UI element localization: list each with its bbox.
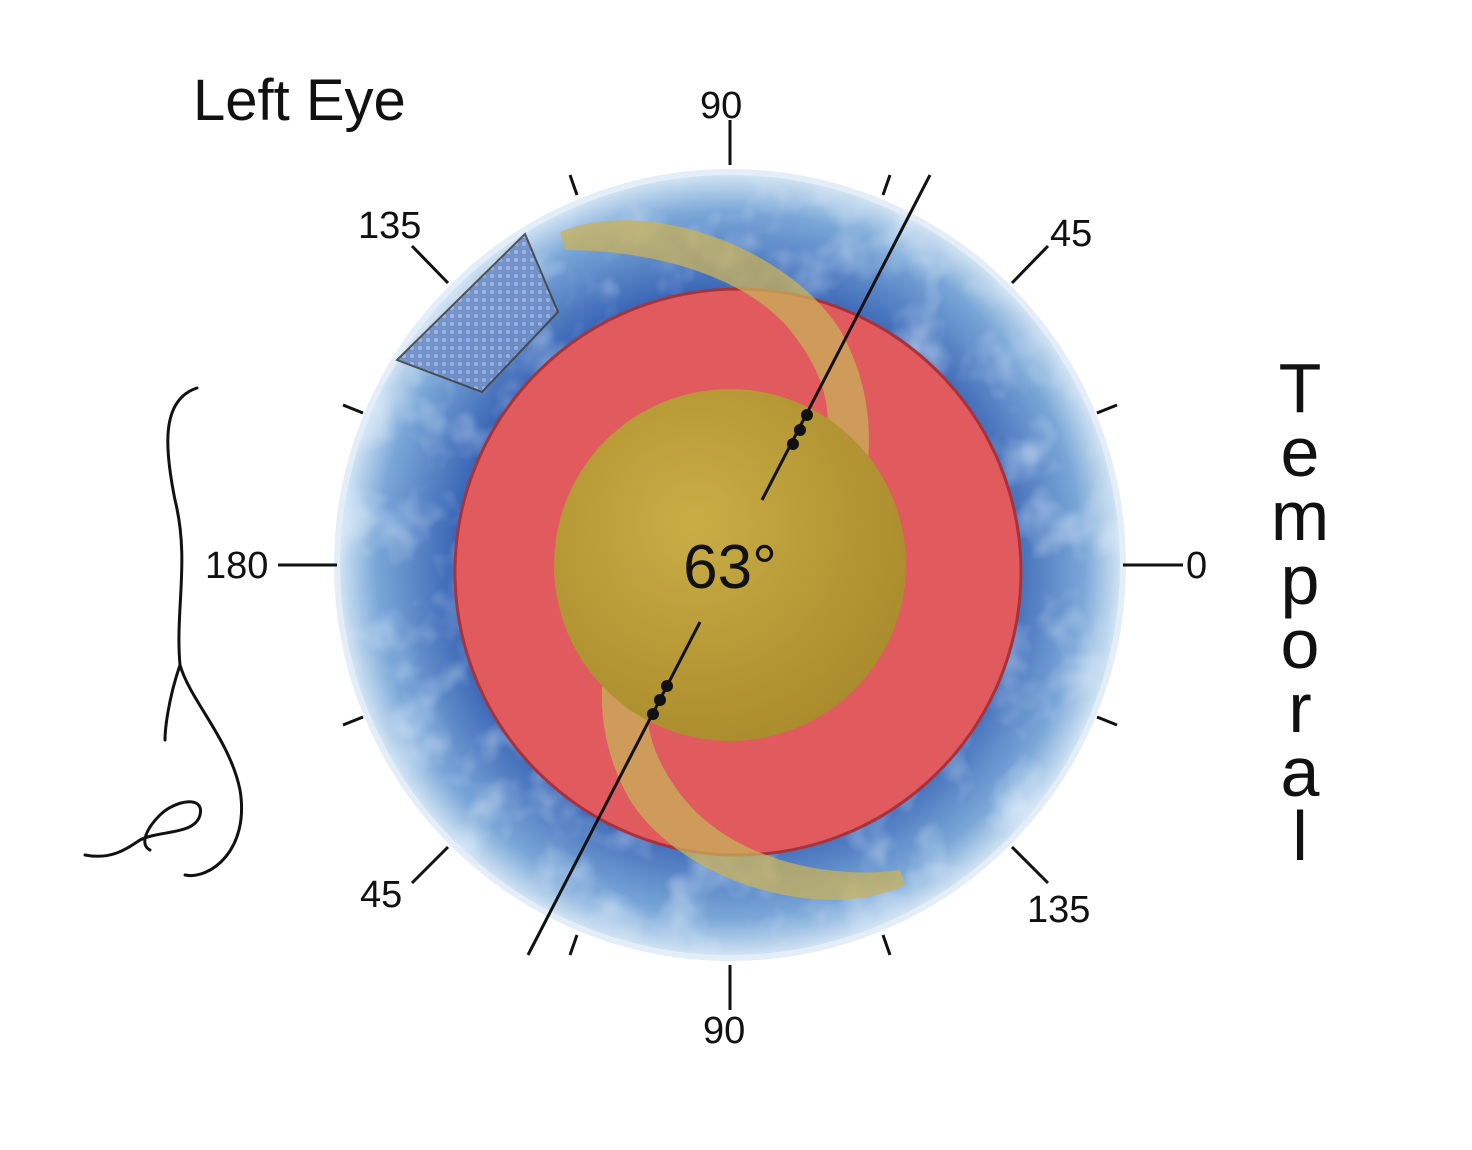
label-90-bottom: 90 xyxy=(703,1010,745,1052)
label-45-upper: 45 xyxy=(1050,213,1092,255)
axis-dots xyxy=(647,409,813,720)
iol-optic xyxy=(554,389,906,741)
eye-disc xyxy=(334,169,1126,961)
upper-haptic xyxy=(560,220,869,501)
label-135-upper: 135 xyxy=(358,205,421,247)
nose-icon xyxy=(83,386,243,878)
label-90-top: 90 xyxy=(700,85,742,127)
label-45-lower: 45 xyxy=(360,874,402,916)
diagram-title: Left Eye xyxy=(193,68,406,133)
degree-ticks xyxy=(278,120,1183,1010)
label-0: 0 xyxy=(1186,545,1207,587)
axis-angle-label: 63° xyxy=(683,533,777,602)
label-135-lower: 135 xyxy=(1027,889,1090,931)
lower-haptic xyxy=(601,630,905,900)
axis-line-lower xyxy=(526,621,702,956)
incision-marker xyxy=(395,232,560,394)
label-180: 180 xyxy=(205,545,268,587)
